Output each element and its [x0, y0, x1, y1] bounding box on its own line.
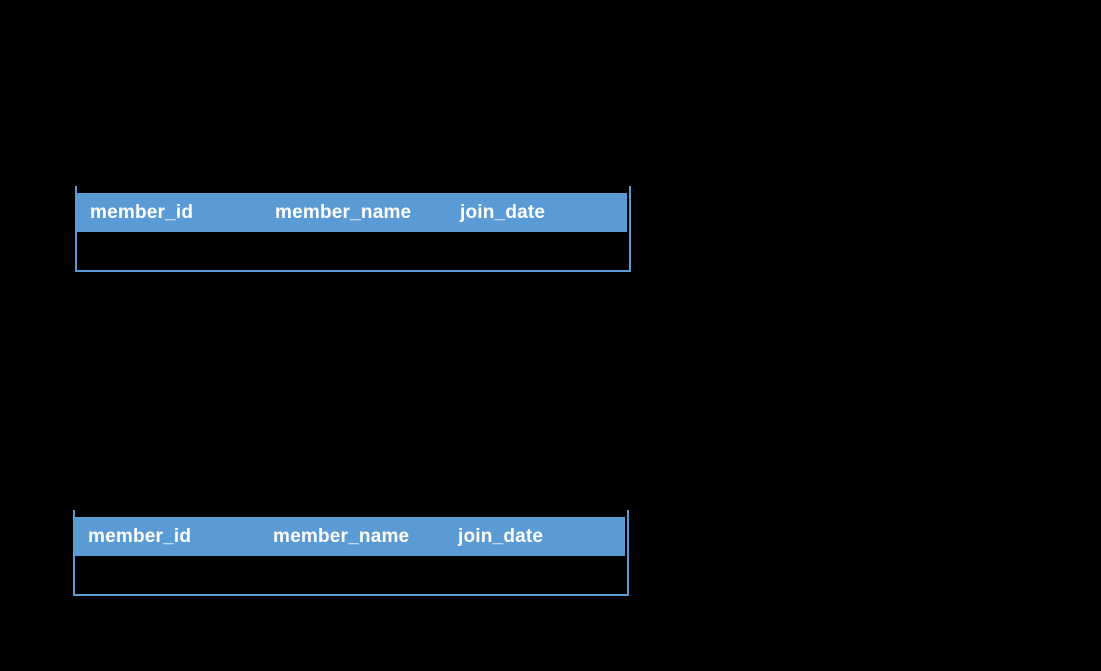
table-border-stub-left — [73, 510, 75, 517]
cell-join-date — [445, 556, 627, 594]
table-empty-row — [75, 556, 627, 594]
table-header-row: member_id member_name join_date — [77, 193, 627, 232]
cell-member-id — [75, 556, 260, 594]
column-header-join-date: join_date — [460, 201, 546, 223]
db-table-top-frame: member_id member_name join_date — [75, 186, 631, 272]
table-header-row: member_id member_name join_date — [75, 517, 625, 556]
db-table-bottom-frame: member_id member_name join_date — [73, 510, 629, 596]
db-table-bottom: member_id member_name join_date — [73, 510, 629, 596]
cell-member-name — [262, 232, 447, 270]
cell-member-id — [77, 232, 262, 270]
column-header-member-name: member_name — [275, 201, 412, 223]
table-empty-row — [77, 232, 629, 270]
column-header-member-id: member_id — [88, 525, 192, 547]
cell-member-name — [260, 556, 445, 594]
column-header-member-id: member_id — [90, 201, 194, 223]
table-border-stub-right — [627, 510, 629, 517]
db-table-top: member_id member_name join_date — [75, 186, 631, 272]
column-header-member-name: member_name — [273, 525, 410, 547]
table-border-stub-right — [629, 186, 631, 193]
cell-join-date — [447, 232, 629, 270]
column-header-join-date: join_date — [458, 525, 544, 547]
table-border-stub-left — [75, 186, 77, 193]
